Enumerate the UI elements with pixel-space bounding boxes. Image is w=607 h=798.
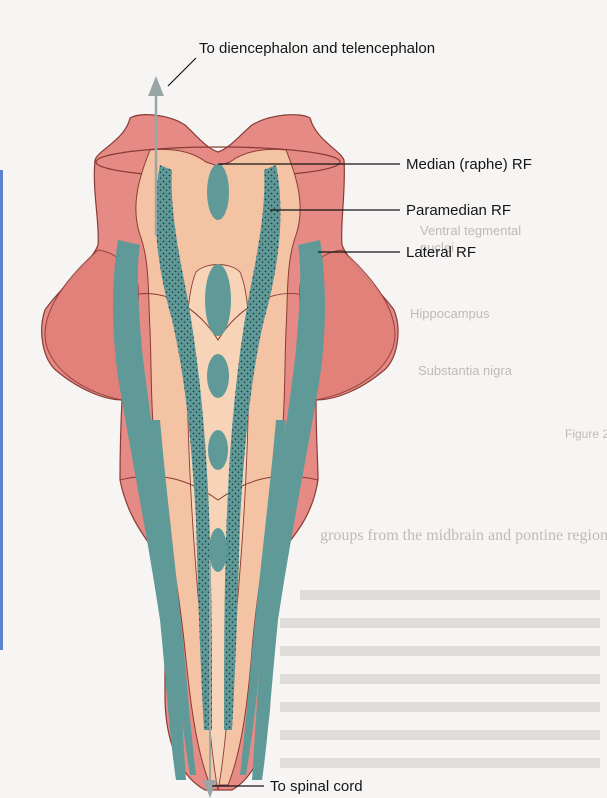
- bg-text-hippocampus: Hippocampus: [410, 306, 490, 321]
- label-to-spinal-cord: To spinal cord: [270, 778, 363, 795]
- bg-line-6: [280, 730, 600, 740]
- bg-line-3: [280, 646, 600, 656]
- bg-line-2: [280, 618, 600, 628]
- raphe-nucleus-2: [205, 264, 231, 336]
- bg-line-5: [280, 702, 600, 712]
- label-to-diencephalon: To diencephalon and telencephalon: [199, 40, 435, 57]
- bg-heading: groups from the midbrain and pontine reg…: [320, 527, 607, 544]
- label-paramedian-rf: Paramedian RF: [406, 202, 511, 219]
- bg-figure-caption: Figure 21.3 Organisation of the reticula…: [565, 427, 607, 441]
- bg-line-7: [280, 758, 600, 768]
- bg-line-1: [300, 590, 600, 600]
- raphe-nucleus-4: [208, 430, 228, 470]
- leader-top: [168, 58, 196, 86]
- raphe-nucleus-1: [207, 164, 229, 220]
- bg-text-substantia: Substantia nigra: [418, 363, 513, 378]
- ascending-arrow-head: [148, 76, 164, 96]
- left-margin-bar: [0, 170, 3, 650]
- label-lateral-rf: Lateral RF: [406, 244, 476, 261]
- raphe-nucleus-5: [209, 528, 227, 572]
- bg-line-4: [280, 674, 600, 684]
- bg-text-side-1: Ventral tegmental: [420, 223, 521, 238]
- raphe-nucleus-3: [207, 354, 229, 398]
- label-median-raphe-rf: Median (raphe) RF: [406, 156, 532, 173]
